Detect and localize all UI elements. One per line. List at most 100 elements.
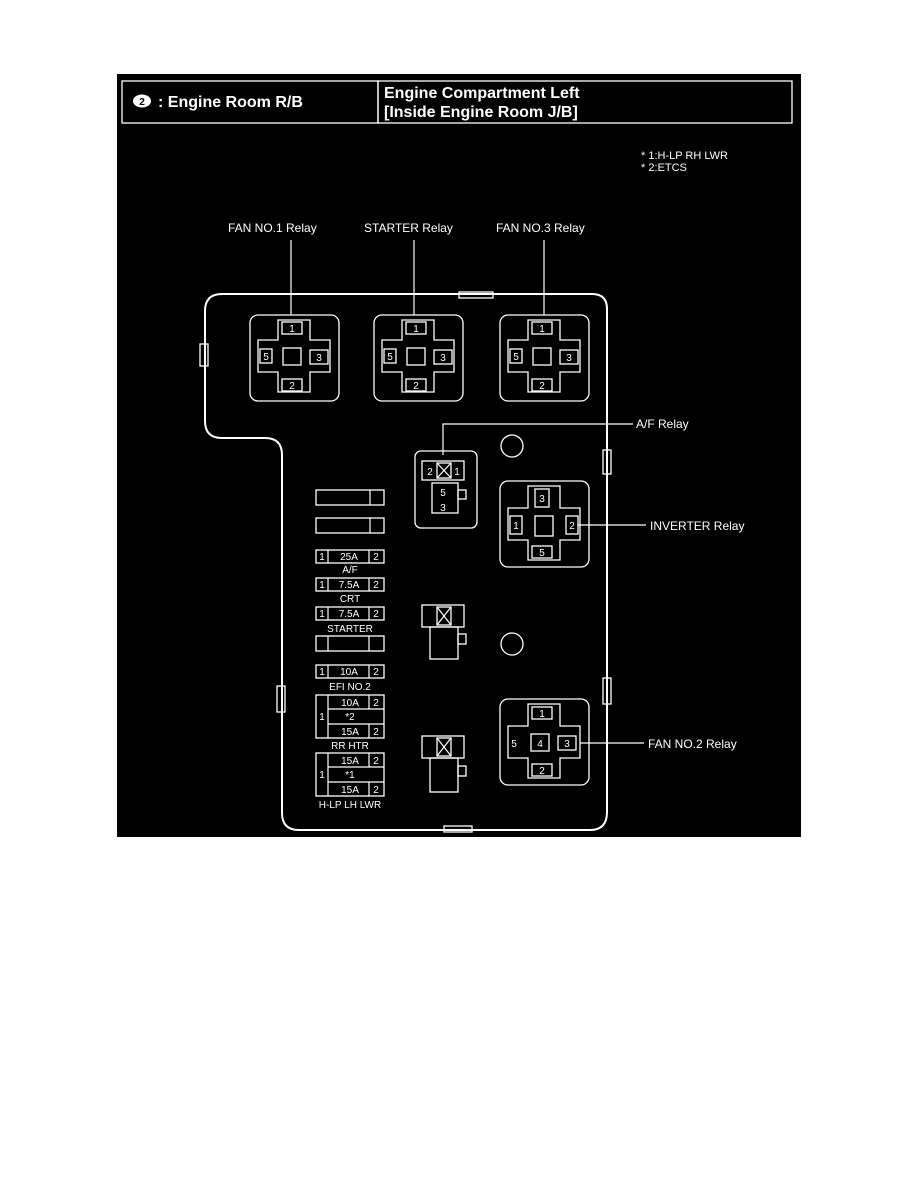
fan2-pin1-box (531, 706, 553, 720)
fuse-etcs-right-bottom: 2 (373, 727, 379, 738)
fan3-center (532, 347, 552, 366)
fan1-relay-socket (249, 314, 340, 402)
af-relay-label: A/F Relay (636, 417, 689, 431)
starter-pin1: 1 (413, 324, 419, 335)
fan2-pin1: 1 (539, 709, 545, 720)
fan3-pin5-box (509, 348, 523, 364)
diagram-background (117, 74, 801, 837)
fuse-etcs-rating-bottom: 15A (341, 727, 359, 738)
fan3-pin5: 5 (513, 352, 519, 363)
starter-pin3: 3 (440, 353, 446, 364)
fan1-pin1-box (281, 321, 303, 335)
fuse-group-etcs (315, 694, 385, 739)
starter-pin1-box (405, 321, 427, 335)
inverter-relay: INVERTER Relay 3 1 2 5 (499, 480, 744, 568)
fuse-etcs-mark: *2 (345, 712, 355, 723)
spare-connector-lower (421, 735, 467, 793)
af-relay: A/F Relay 2 1 5 3 (414, 417, 689, 529)
starter-center (406, 347, 426, 366)
junction-block-outline (204, 293, 608, 831)
fuse-crt-rating: 7.5A (339, 580, 360, 591)
fan1-relay-label: FAN NO.1 Relay (228, 221, 317, 235)
left-tab-upper (199, 343, 209, 367)
fuse-starter (315, 606, 385, 621)
mounting-hole-lower (500, 632, 524, 656)
starter-relay-cross (381, 319, 455, 393)
left-tab-lower (276, 685, 286, 713)
fan2-pin2-box (531, 763, 553, 777)
fan1-pin3-box (309, 349, 329, 365)
fan1-pin5: 5 (263, 352, 269, 363)
fan1-relay-cross (257, 319, 331, 393)
fan2-pin4-box (530, 733, 550, 752)
starter-relay-label: STARTER Relay (364, 221, 453, 235)
spare-middle-x-box (436, 606, 452, 626)
fuse-etcs-rating-top: 10A (341, 698, 359, 709)
fan3-pin1: 1 (539, 324, 545, 335)
fuse-slot-empty-2 (315, 517, 385, 534)
starter-pin2-box (405, 378, 427, 392)
fuse-efi2 (315, 664, 385, 679)
fuse-crt-name: CRT (340, 594, 360, 605)
fuse-starter-name: STARTER (327, 624, 373, 635)
fuse-hlp-mark: *1 (345, 770, 355, 781)
inverter-pin1: 1 (513, 521, 519, 532)
fuse-efi2-name: EFI NO.2 (329, 682, 371, 693)
connector-code-badge (133, 94, 151, 108)
fuse-crt-left: 1 (319, 580, 325, 591)
fan1-center (282, 347, 302, 366)
header-right-title-line1: Engine Compartment Left (384, 85, 580, 102)
fan2-relay: FAN NO.2 Relay 1 5 4 3 2 (499, 698, 737, 786)
starter-pin5: 5 (387, 352, 393, 363)
connector-code: 2 (139, 97, 145, 108)
inverter-pin3: 3 (539, 494, 545, 505)
fuse-hlp-right-top: 2 (373, 756, 379, 767)
fan2-relay-cross (507, 703, 581, 779)
fuse-crt (315, 577, 385, 592)
fan3-relay: FAN NO.3 Relay 1 5 3 2 (496, 221, 590, 402)
spare-middle-x-line-b (436, 606, 452, 626)
inverter-pin2: 2 (569, 521, 575, 532)
note-1: * 1:H-LP RH LWR (641, 150, 728, 162)
af-x-line-b (436, 462, 452, 479)
af-pin1: 1 (454, 467, 460, 478)
inverter-center (534, 515, 554, 537)
fuse-hlp-rating-bottom: 15A (341, 785, 359, 796)
mounting-hole-upper (500, 434, 524, 458)
starter-relay-socket (373, 314, 464, 402)
fuse-starter-left: 1 (319, 609, 325, 620)
fan3-pin2-box (531, 378, 553, 392)
fuse-hlp-left: 1 (319, 770, 325, 781)
fan1-pin2: 2 (289, 381, 295, 392)
top-tab (458, 291, 494, 299)
af-relay-side-key (457, 489, 467, 500)
fan2-relay-socket (499, 698, 590, 786)
note-2: * 2:ETCS (641, 162, 687, 174)
fuse-etcs-left: 1 (319, 712, 325, 723)
inverter-relay-label: INVERTER Relay (650, 519, 744, 533)
header-right-title-line2: [Inside Engine Room J/B] (384, 104, 578, 121)
af-pin2: 2 (427, 467, 433, 478)
fan2-pin5: 5 (511, 739, 517, 750)
inverter-pin2-box (565, 515, 579, 535)
fan3-pin1-box (531, 321, 553, 335)
header-left-title: : Engine Room R/B (158, 94, 303, 111)
starter-pin3-box (433, 349, 453, 365)
right-tab-lower (602, 677, 612, 705)
fan1-pin1: 1 (289, 324, 295, 335)
fan3-pin3-box (559, 349, 579, 365)
inverter-pin5: 5 (539, 548, 545, 559)
fuse-efi2-rating: 10A (340, 667, 358, 678)
fan3-pin3: 3 (566, 353, 572, 364)
header: 2 : Engine Room R/B Engine Compartment L… (121, 80, 793, 124)
fuse-etcs-right-top: 2 (373, 698, 379, 709)
af-relay-top-block (421, 460, 465, 481)
fuse-af-left: 1 (319, 552, 325, 563)
fuse-hlp-lh-lwr-name: H-LP LH LWR (319, 800, 381, 811)
fuse-rr-htr-name: RR HTR (331, 741, 369, 752)
af-relay-socket (414, 450, 478, 529)
fuse-slot-empty-1 (315, 489, 385, 506)
fuse-hlp-rating-top: 15A (341, 756, 359, 767)
fan1-pin5-box (259, 348, 273, 364)
